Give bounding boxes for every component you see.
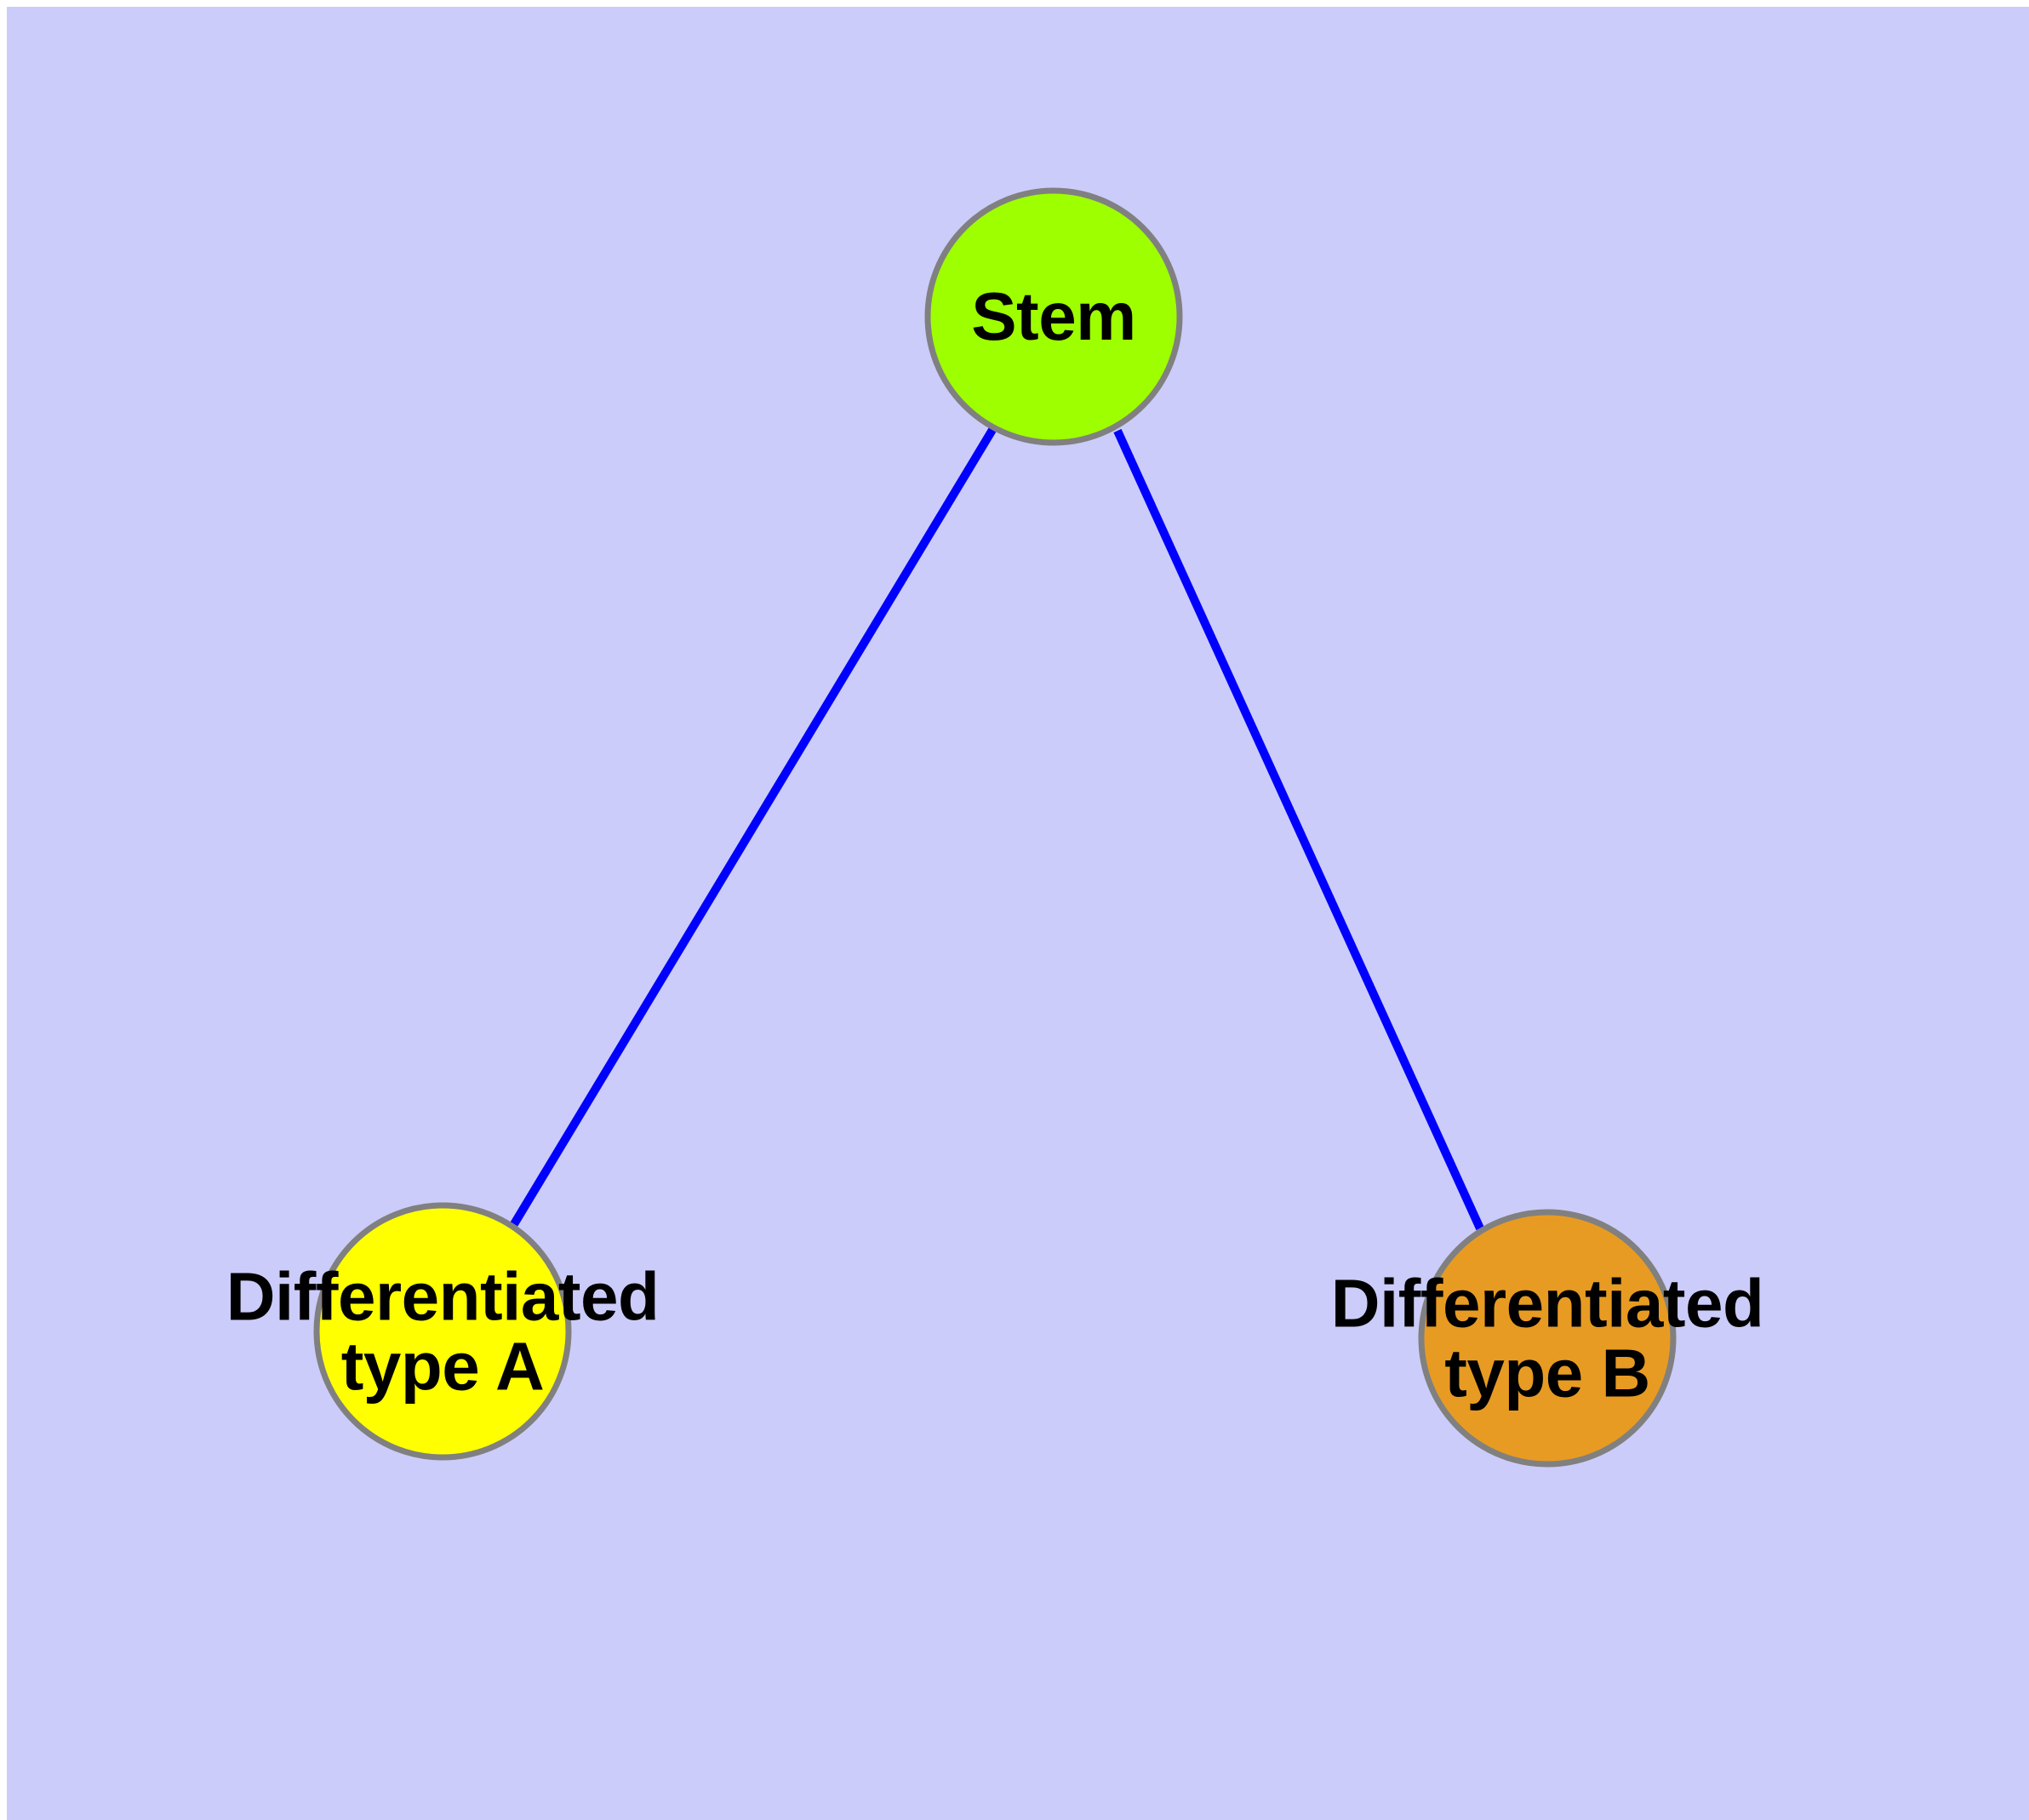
node-differentiated-type-b[interactable] xyxy=(1418,1209,1677,1468)
graph-svg xyxy=(313,187,1677,1468)
node-layer xyxy=(313,187,1677,1468)
edge-layer xyxy=(510,427,1484,1231)
node-differentiated-type-a[interactable] xyxy=(313,1202,572,1461)
edge-stem-to-differentiated-type-a[interactable] xyxy=(510,427,997,1227)
node-stem[interactable] xyxy=(924,187,1183,446)
edge-stem-to-differentiated-type-b[interactable] xyxy=(1113,428,1484,1231)
diagram-plot-area: Stem Differentiated type A Differentiate… xyxy=(7,7,2029,1820)
